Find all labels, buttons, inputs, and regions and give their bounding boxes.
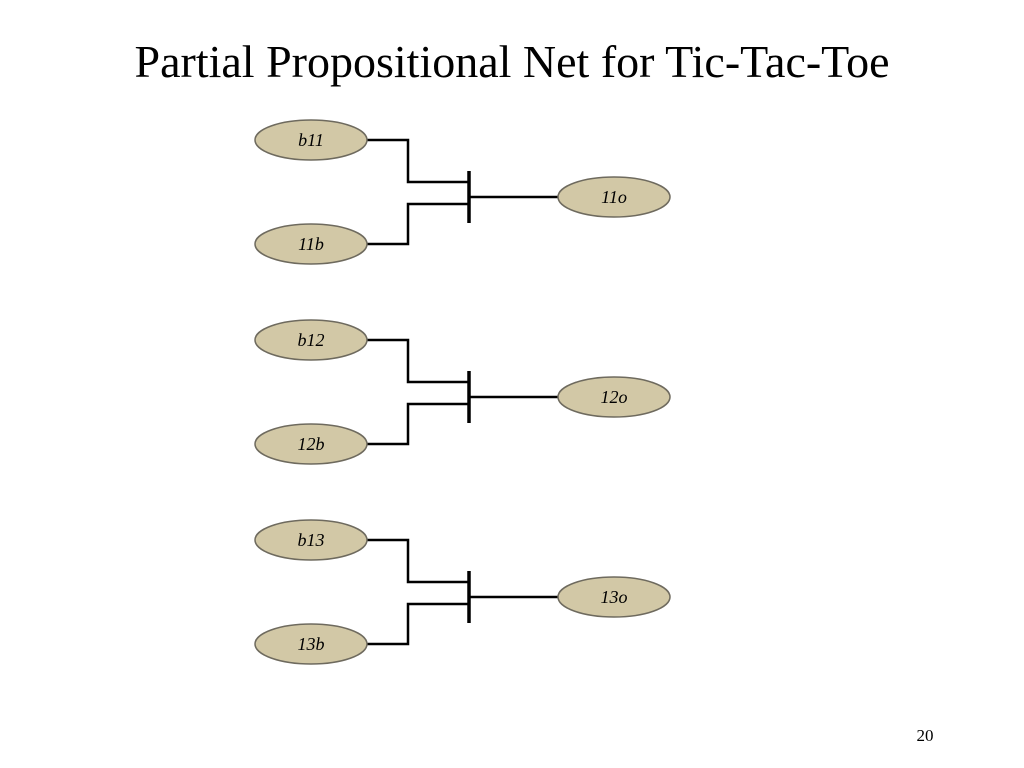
wire-input-2 <box>367 602 469 646</box>
wire-input-1 <box>367 538 469 584</box>
node-b12-label: b12 <box>298 330 325 350</box>
node-12o-ellipse <box>557 376 671 418</box>
wire-input-2 <box>367 202 469 246</box>
wire-input-1 <box>367 338 469 384</box>
wire-input-2 <box>367 402 469 446</box>
node-b13-label: b13 <box>298 530 325 550</box>
node-13o-label: 13o <box>601 587 628 607</box>
node-11o-ellipse <box>557 176 671 218</box>
page-number: 20 <box>916 726 934 745</box>
node-13o-ellipse <box>557 576 671 618</box>
node-b11-label: b11 <box>298 130 324 150</box>
node-12b-label: 12b <box>298 434 325 454</box>
node-b11-ellipse <box>254 119 368 161</box>
node-12b-ellipse <box>254 423 368 465</box>
node-13b-label: 13b <box>298 634 325 654</box>
node-12o-label: 12o <box>601 387 628 407</box>
node-13b-ellipse <box>254 623 368 665</box>
node-b12-ellipse <box>254 319 368 361</box>
slide-title: Partial Propositional Net for Tic-Tac-To… <box>134 36 890 87</box>
node-11o-label: 11o <box>601 187 627 207</box>
node-11b-ellipse <box>254 223 368 265</box>
node-11b-label: 11b <box>298 234 324 254</box>
wire-input-1 <box>367 138 469 184</box>
node-b13-ellipse <box>254 519 368 561</box>
